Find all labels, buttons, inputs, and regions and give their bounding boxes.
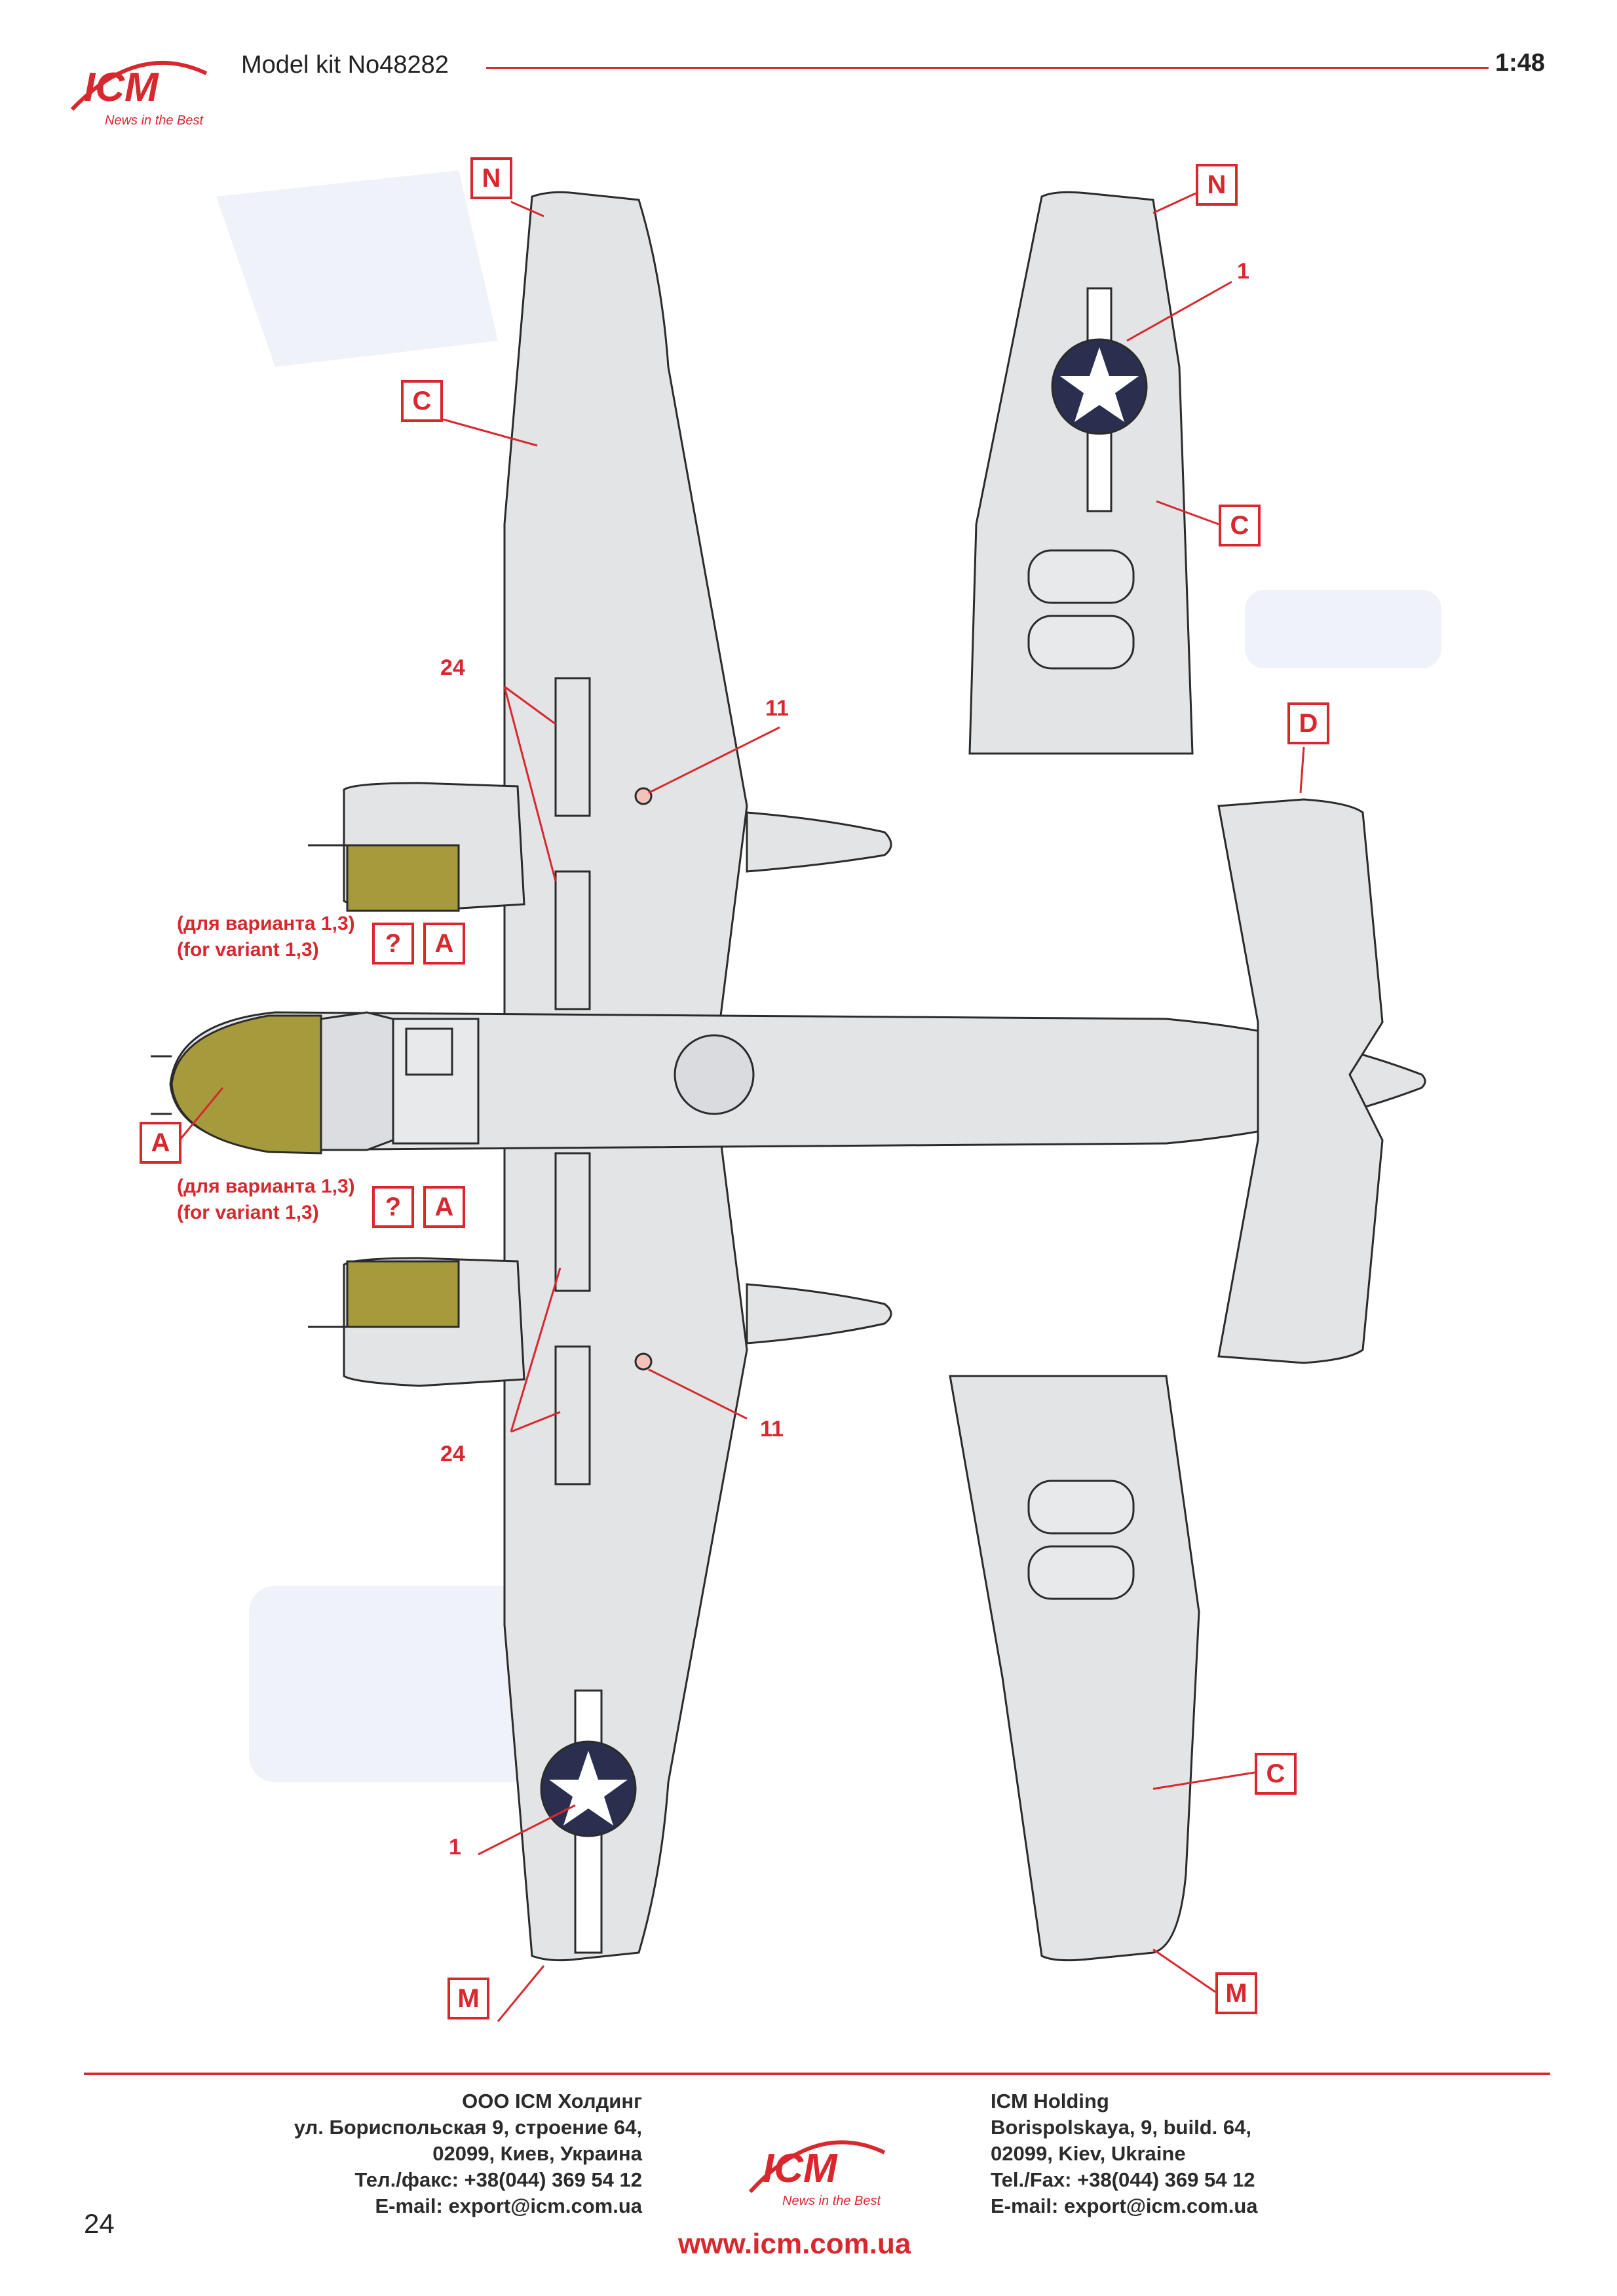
- model-kit-title: Model kit No48282: [241, 51, 449, 79]
- outer-wing-detail-upper: [968, 191, 1194, 755]
- callout-q-lower: ?: [372, 1186, 414, 1228]
- decal-number-11-lower: 11: [760, 1417, 784, 1442]
- variant-note-lower: (для варианта 1,3) (for variant 1,3): [177, 1176, 355, 1223]
- decal-number-11-upper: 11: [765, 696, 789, 721]
- callout-n-main: N: [470, 157, 512, 199]
- svg-text:News in the Best: News in the Best: [105, 113, 204, 128]
- callout-a-lower: A: [423, 1186, 465, 1228]
- icm-logo-footer: ICM News in the Best: [740, 2126, 891, 2211]
- outer-wing-detail-lower: [949, 1375, 1200, 1962]
- callout-m-main: M: [447, 1978, 489, 2019]
- callout-c-main: C: [401, 380, 443, 422]
- variant-note-upper: (для варианта 1,3) (for variant 1,3): [177, 913, 355, 961]
- callout-d-tail: D: [1287, 702, 1329, 744]
- website-link[interactable]: www.icm.com.ua: [678, 2228, 911, 2260]
- icm-logo-footer-icon: ICM News in the Best: [748, 2140, 886, 2208]
- svg-text:ICM: ICM: [763, 2146, 838, 2191]
- callout-a-upper: A: [423, 923, 465, 965]
- icm-logo-header: ICM News in the Best: [59, 47, 216, 132]
- decal-number-1-main: 1: [449, 1835, 461, 1860]
- svg-text:ICM: ICM: [84, 65, 159, 110]
- decal-number-1-detail: 1: [1237, 259, 1249, 284]
- callout-a-nose: A: [140, 1122, 181, 1164]
- icm-logo-icon: ICM News in the Best: [70, 60, 208, 128]
- callout-c-detail-lower: C: [1255, 1753, 1297, 1795]
- callout-q-upper: ?: [372, 923, 414, 965]
- page-number: 24: [84, 2208, 115, 2239]
- scale-label: 1:48: [1495, 49, 1546, 77]
- aircraft-main-view: [151, 191, 1426, 1962]
- decal-number-24-lower: 24: [440, 1442, 465, 1466]
- callout-c-detail-upper: C: [1219, 505, 1261, 546]
- callout-n-detail: N: [1196, 164, 1238, 206]
- decal-number-24-upper: 24: [440, 655, 465, 680]
- callout-m-detail: M: [1215, 1972, 1257, 2014]
- header-rule: [486, 67, 1489, 69]
- svg-text:News in the Best: News in the Best: [782, 2194, 882, 2208]
- footer-rule: [84, 2073, 1550, 2075]
- address-en: ICM Holding Borispolskaya, 9, build. 64,…: [991, 2090, 1258, 2217]
- address-ru: ООО ICM Холдинг ул. Бориспольская 9, стр…: [294, 2090, 642, 2217]
- leader-lines: [176, 192, 1305, 2022]
